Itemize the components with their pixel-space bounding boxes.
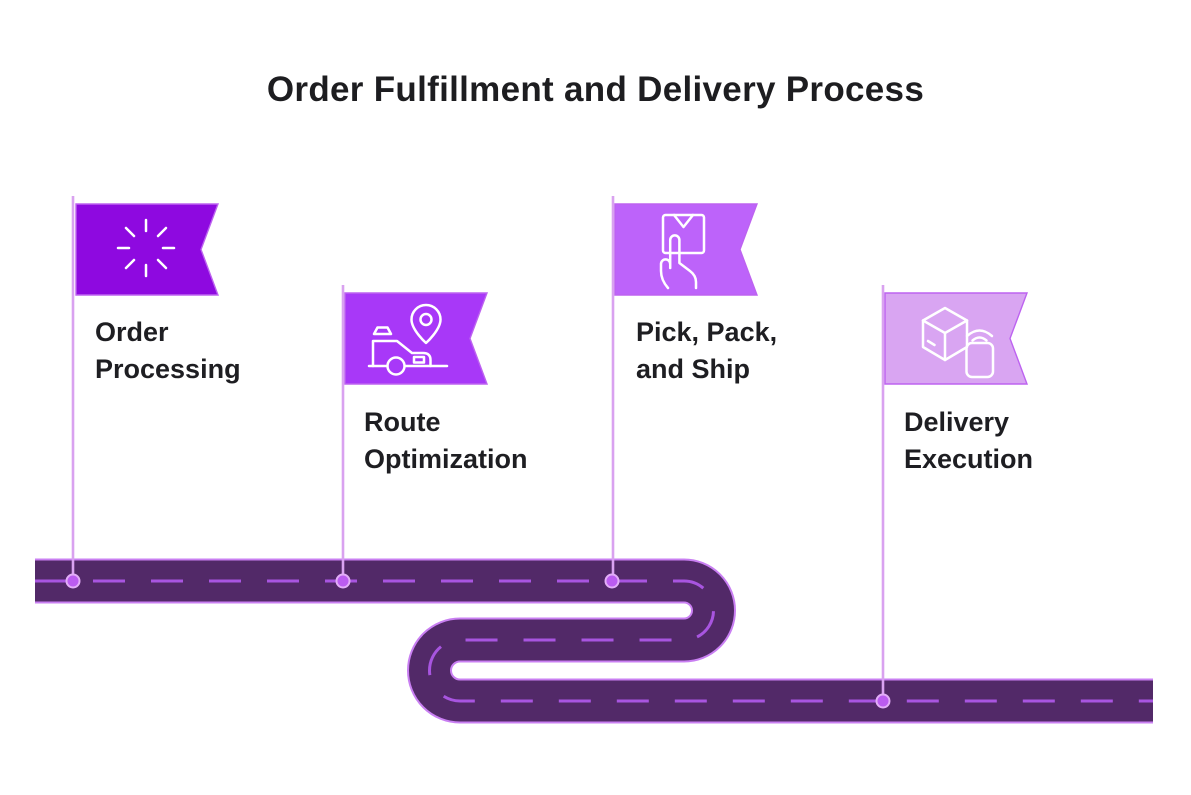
marker-order-processing	[65, 573, 81, 589]
package-phone-icon	[921, 306, 995, 379]
road-surface	[35, 560, 1153, 722]
marker-pick-pack-ship	[604, 573, 620, 589]
step-label-route-optimization: Route Optimization	[364, 407, 528, 474]
flag-order-processing	[75, 203, 220, 296]
pick-box-hand-icon	[659, 213, 706, 290]
burst-icon	[116, 218, 176, 278]
marker-delivery-execution	[875, 693, 891, 709]
step-label-pick-pack-ship: Pick, Pack, and Ship	[636, 317, 778, 384]
road-markers	[65, 573, 891, 709]
flag-delivery-execution	[884, 292, 1029, 385]
flag-route-optimization	[344, 292, 489, 385]
flag-pick-pack-ship	[614, 203, 759, 296]
flags	[75, 203, 1029, 385]
page-title: Order Fulfillment and Delivery Process	[266, 70, 925, 109]
step-label-delivery-execution: Delivery Execution	[904, 407, 1034, 474]
step-label-order-processing: Order Processing	[95, 317, 241, 384]
flag-poles	[71, 196, 885, 701]
marker-route-optimization	[335, 573, 351, 589]
winding-road	[35, 558, 1153, 724]
car-location-icon	[367, 303, 449, 376]
